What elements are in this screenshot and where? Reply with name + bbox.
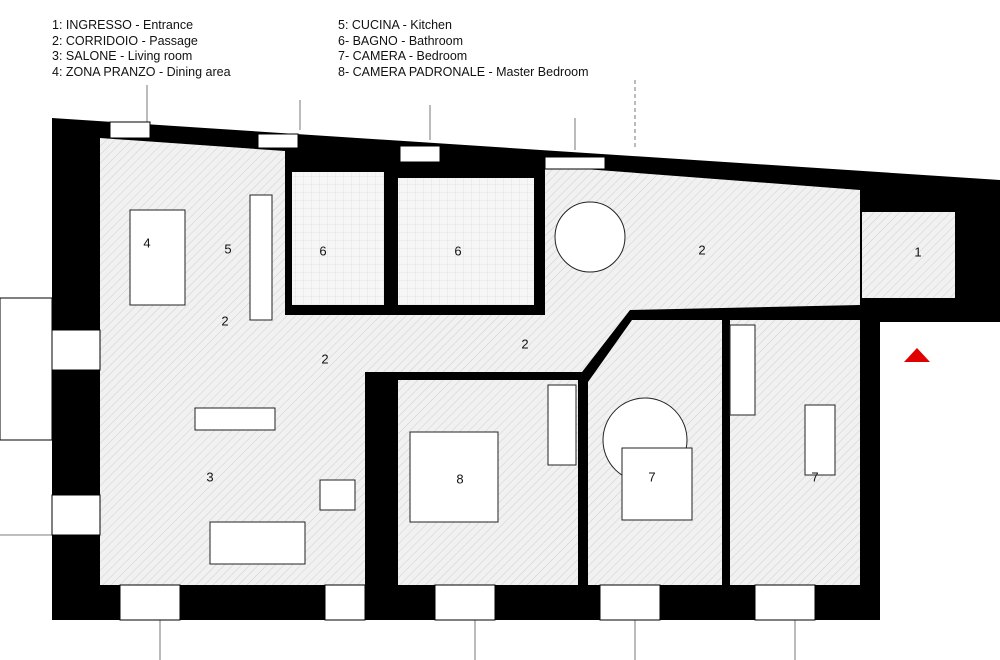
label-living: 3	[206, 469, 213, 484]
room-bath-right	[398, 178, 534, 305]
windows	[51, 121, 816, 621]
dining-table	[129, 209, 186, 306]
desk	[804, 404, 836, 476]
legend-item: 5: CUCINA - Kitchen	[338, 18, 452, 32]
sofa	[209, 521, 306, 565]
label-passage-small: 2	[321, 351, 328, 366]
label-entrance: 1	[914, 244, 921, 259]
rug-round	[554, 201, 626, 273]
kitchen-counter	[249, 194, 273, 321]
label-passage-center: 2	[521, 336, 528, 351]
label-bath-left: 6	[319, 243, 326, 258]
legend-item: 6- BAGNO - Bathroom	[338, 33, 464, 48]
legend-item: 4: ZONA PRANZO - Dining area	[52, 64, 231, 79]
tv-unit	[194, 407, 276, 431]
bed-a	[621, 447, 693, 521]
legend-item: 2: CORRIDOIO - Passage	[52, 33, 198, 48]
label-master: 8	[456, 471, 463, 486]
label-passage-living: 2	[221, 313, 228, 328]
legend-item: 3: SALONE - Living room	[52, 49, 193, 63]
label-dining: 4	[143, 235, 150, 250]
legend-item: 7- CAMERA - Bedroom	[338, 49, 468, 63]
wardrobe-b	[729, 324, 756, 416]
entry-marker	[904, 348, 930, 362]
armchair	[319, 479, 356, 511]
legend-item: 8- CAMERA PADRONALE - Master Bedroom	[338, 64, 589, 79]
furniture	[129, 194, 836, 565]
label-bedroom-b: 7	[811, 469, 818, 484]
exterior-area	[880, 322, 1000, 620]
bay-window-box	[0, 297, 53, 441]
label-bedroom-a: 7	[648, 469, 655, 484]
room-entrance	[862, 212, 955, 298]
legend-item: 1: INGRESSO - Entrance	[52, 18, 194, 32]
master-bed	[409, 431, 499, 523]
label-kitchen: 5	[224, 241, 231, 256]
room-corridor	[285, 166, 860, 420]
wardrobe	[547, 384, 577, 466]
label-bath-right: 6	[454, 243, 461, 258]
label-passage-main: 2	[698, 242, 705, 257]
room-bath-left	[292, 172, 384, 305]
legend-right: 5: CUCINA - Kitchen 6- BAGNO - Bathroom …	[338, 18, 589, 80]
legend-left: 1: INGRESSO - Entrance 2: CORRIDOIO - Pa…	[52, 18, 231, 80]
